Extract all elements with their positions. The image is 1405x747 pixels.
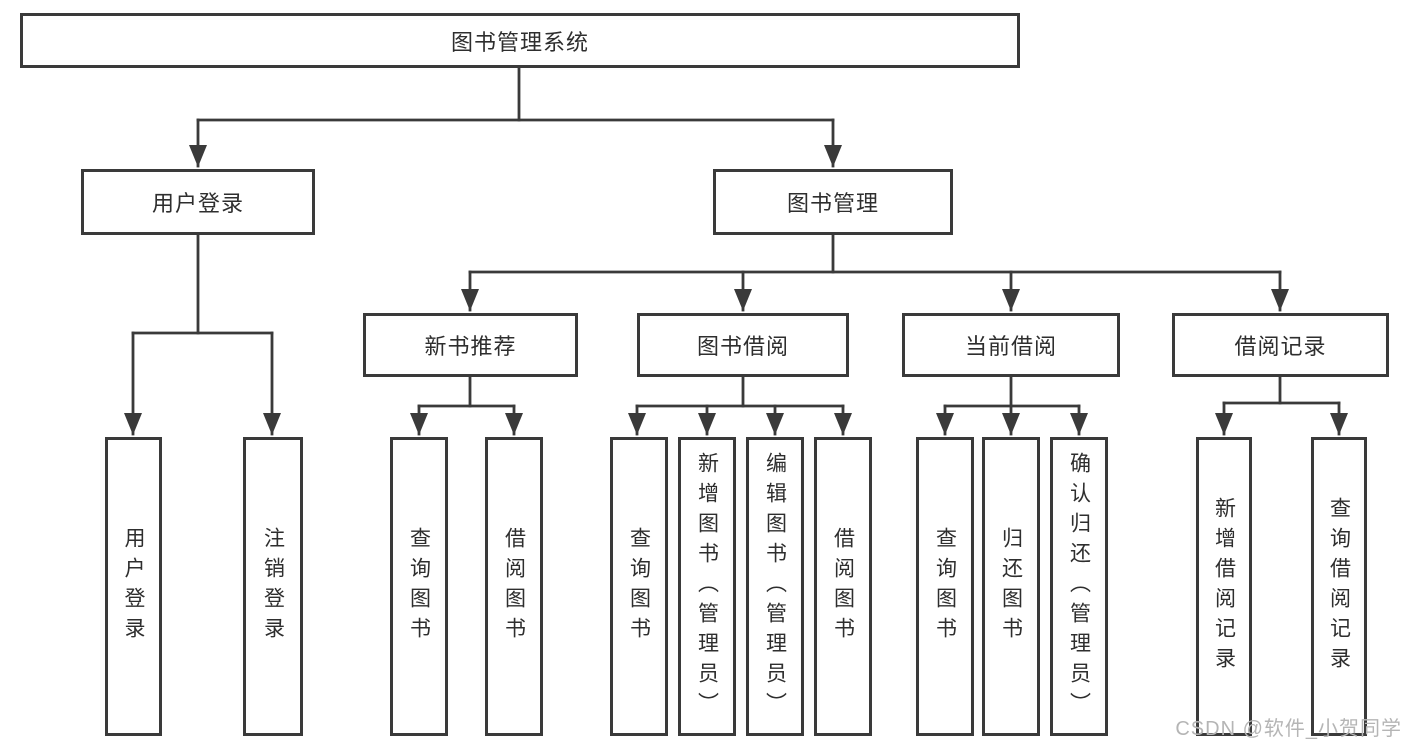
leaf-logout: 注销登录 bbox=[243, 437, 303, 736]
node-user-login: 用户登录 bbox=[81, 169, 315, 235]
node-current-borrow: 当前借阅 bbox=[902, 313, 1120, 377]
node-root: 图书管理系统 bbox=[20, 13, 1020, 68]
leaf-query-borrow-record: 查询借阅记录 bbox=[1311, 437, 1367, 736]
leaf-add-book-admin: 新增图书（管理员） bbox=[678, 437, 736, 736]
leaf-return-book: 归还图书 bbox=[982, 437, 1040, 736]
leaf-label: 编辑图书（管理员） bbox=[763, 451, 787, 722]
csdn-watermark: CSDN @软件_小贺同学 bbox=[1175, 718, 1402, 740]
leaf-label: 借阅图书 bbox=[831, 526, 855, 647]
leaf-label: 查询图书 bbox=[407, 526, 431, 647]
leaf-query-books: 查询图书 bbox=[390, 437, 448, 736]
leaf-confirm-return-admin: 确认归还（管理员） bbox=[1050, 437, 1108, 736]
leaf-label: 归还图书 bbox=[999, 526, 1023, 647]
node-book-management: 图书管理 bbox=[713, 169, 953, 235]
leaf-label: 确认归还（管理员） bbox=[1067, 451, 1091, 722]
node-new-book-recommend: 新书推荐 bbox=[363, 313, 578, 377]
leaf-query-books: 查询图书 bbox=[916, 437, 974, 736]
leaf-label: 查询图书 bbox=[933, 526, 957, 647]
leaf-label: 借阅图书 bbox=[502, 526, 526, 647]
leaf-label: 查询借阅记录 bbox=[1327, 496, 1351, 677]
leaf-add-borrow-record: 新增借阅记录 bbox=[1196, 437, 1252, 736]
leaf-borrow-book: 借阅图书 bbox=[485, 437, 543, 736]
leaf-borrow-book: 借阅图书 bbox=[814, 437, 872, 736]
leaf-label: 用户登录 bbox=[122, 526, 145, 647]
leaf-edit-book-admin: 编辑图书（管理员） bbox=[746, 437, 804, 736]
leaf-label: 注销登录 bbox=[261, 526, 285, 647]
leaf-label: 新增借阅记录 bbox=[1212, 496, 1236, 677]
node-book-borrow: 图书借阅 bbox=[637, 313, 849, 377]
leaf-label: 新增图书（管理员） bbox=[695, 451, 719, 722]
leaf-user-login: 用户登录 bbox=[105, 437, 162, 736]
node-borrow-records: 借阅记录 bbox=[1172, 313, 1389, 377]
leaf-label: 查询图书 bbox=[627, 526, 651, 647]
leaf-query-books: 查询图书 bbox=[610, 437, 668, 736]
